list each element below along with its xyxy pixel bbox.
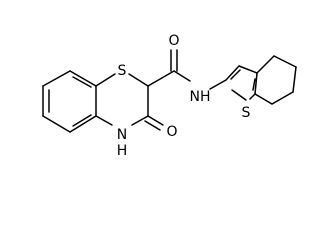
bond: [69, 70, 97, 87]
bond: [273, 55, 297, 68]
carboxamide-group: [147, 49, 227, 90]
benzene-ring: [42, 70, 97, 133]
bond: [209, 79, 227, 90]
atom-label-s-thiophene: S: [242, 105, 251, 121]
bond: [42, 70, 71, 87]
atom-label-o-lactam: O: [166, 124, 177, 140]
bond: [144, 120, 161, 131]
thiophene-ring: [225, 65, 258, 101]
cyclopentane-ring: [254, 55, 297, 105]
bond: [131, 115, 149, 126]
bond: [95, 73, 116, 87]
bond: [173, 70, 191, 82]
bond: [147, 70, 175, 87]
double-bond-inner: [72, 76, 92, 88]
bond: [128, 73, 149, 87]
molecule-diagram: S O NH S N H O: [42, 33, 297, 159]
bond: [69, 115, 97, 133]
bond: [256, 55, 275, 74]
bond: [147, 115, 164, 126]
bond: [225, 65, 240, 81]
double-bond-inner: [252, 78, 256, 91]
bond: [254, 93, 273, 105]
bond: [231, 89, 247, 101]
bond: [292, 66, 297, 93]
bond: [271, 91, 294, 105]
lactam-carbonyl: [144, 115, 164, 131]
bond: [249, 93, 256, 100]
atom-label-n-ring: N: [117, 127, 127, 143]
atom-label-h-ring: H: [117, 143, 128, 159]
atom-label-s-ring: S: [118, 63, 127, 79]
structure-canvas: S O NH S N H O: [42, 33, 297, 159]
bond: [42, 115, 71, 133]
atom-label-o-carbonyl: O: [168, 33, 179, 49]
bond: [238, 65, 258, 74]
atom-label-nh-amide: NH: [190, 89, 211, 105]
double-bond-inner: [230, 69, 241, 80]
bond: [254, 72, 258, 95]
double-bond-inner: [72, 114, 92, 127]
bond: [95, 115, 113, 126]
thiazine-ring: [95, 73, 149, 126]
